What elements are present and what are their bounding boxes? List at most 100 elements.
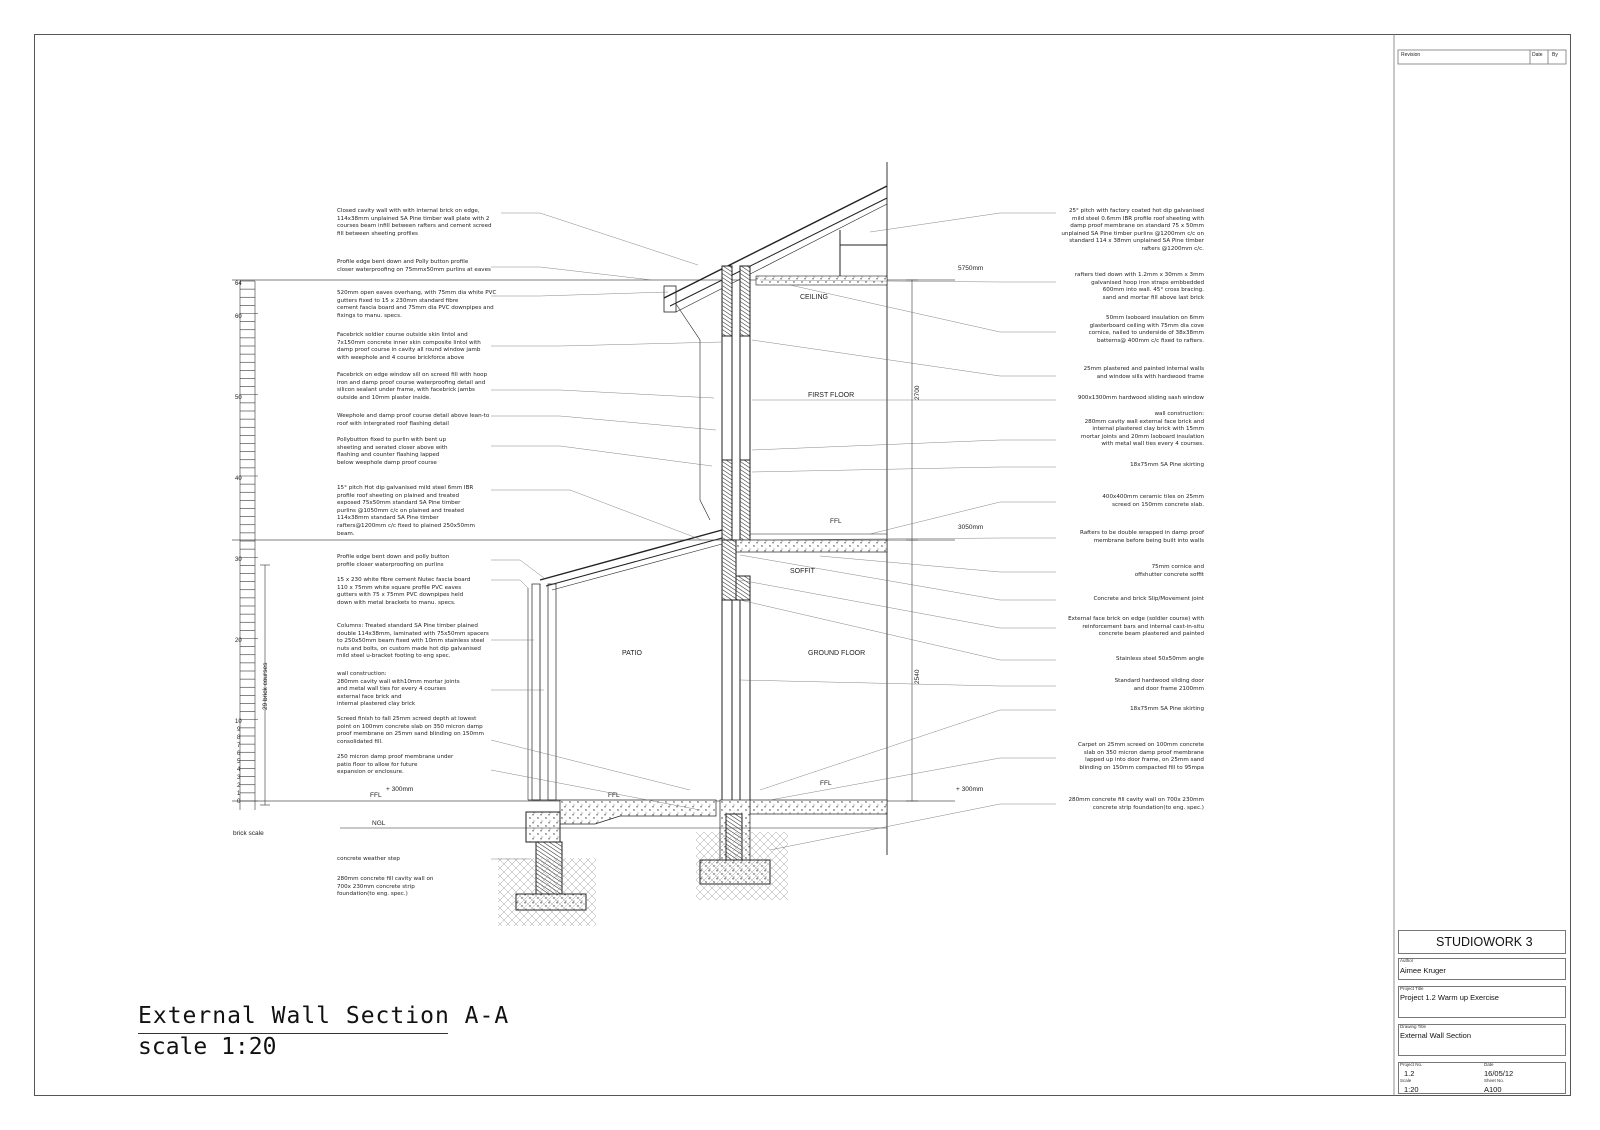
brick-scale-number: 50 [235,395,242,401]
brick-scale-number: 3 [237,775,241,781]
brick-scale-number: 0 [237,799,241,805]
date-caption: Date [1484,1062,1494,1067]
ground-floor-label: GROUND FLOOR [808,650,866,657]
note-right-14: Standard hardwood sliding door and door … [1114,678,1204,692]
studio-box [1398,930,1566,954]
note-right-12: External face brick on edge (soldier cou… [1068,616,1204,638]
project-title-value: Project 1.2 Warm up Exercise [1400,993,1499,1002]
date-value: 16/05/12 [1484,1069,1514,1078]
drawing-scale: scale 1:20 [138,1034,277,1060]
brick-scale-number: 7 [237,743,241,749]
brick-scale-number: 10 [235,719,242,725]
sheet-no-value: A100 [1484,1085,1502,1094]
note-right-9: Rafters to be double wrapped in damp pro… [1079,530,1204,544]
brick-scale-number: 60 [235,314,242,320]
note-left-7: Pollybutton fixed to purlin with bent up… [337,437,448,466]
brick-scale-number: 9 [237,727,241,733]
note-left-15: concrete weather step [337,856,400,862]
level-roof: 5750mm [958,265,984,272]
brick-scale-number: 64 [235,281,242,287]
project-title-caption: Project Title [1400,986,1424,991]
note-left-12: wall construction: 280mm cavity wall wit… [337,671,460,708]
brick-scale-label: brick scale [233,830,264,837]
note-right-17: 280mm concrete fill cavity wall on 700x … [1068,797,1204,811]
first-floor-label: FIRST FLOOR [808,392,855,399]
brick-scale-number: 2 [237,783,241,789]
revision-header: Revision [1401,52,1421,58]
brick-scale-number: 40 [235,476,242,482]
note-right-10: 75mm cornice and offshutter concrete sof… [1134,564,1204,578]
drawing-title: External Wall Section A-A [138,1003,510,1029]
note-right-2: rafters tied down with 1.2mm x 30mm x 3m… [1074,272,1204,301]
author-box [1398,958,1566,980]
note-left-5: Facebrick on edge window sill on screed … [337,372,488,401]
dimension-upper: 2700 [914,385,921,400]
soffit-label: SOFFIT [790,568,815,575]
ffl-left-label: FFL [370,792,382,799]
note-right-16: Carpet on 25mm screed on 100mm concrete … [1078,742,1204,771]
note-left-13: Screed finish to fall 25mm screed depth … [337,716,484,745]
ngl-label: NGL [372,820,386,827]
scale-value: 1:20 [1404,1085,1419,1094]
ceiling-label: CEILING [800,294,829,301]
project-title-box [1398,986,1566,1018]
dimension-lower: 2540 [914,669,921,684]
note-right-11: Concrete and brick Slip/Movement joint [1093,596,1204,602]
drawing-title-box [1398,1024,1566,1056]
note-right-1: 25° pitch with factory coated hot dip ga… [1061,208,1204,252]
note-right-4: 25mm plastered and painted internal wall… [1083,366,1204,380]
building-section [340,162,888,926]
note-right-15: 18x75mm SA Pine skirting [1130,706,1204,712]
note-right-8: 400x400mm ceramic tiles on 25mm screed o… [1102,494,1204,508]
brick-scale [239,280,270,810]
drawing-title-value: External Wall Section [1400,1031,1472,1040]
project-no-value: 1.2 [1404,1069,1415,1078]
note-left-3: 520mm open eaves overhang, with 75mm dia… [337,290,497,319]
title-underline [138,1033,448,1034]
note-left-11: Columns: Treated standard SA Pine timber… [337,623,489,660]
brick-scale-number: 30 [235,557,242,563]
note-left-16: 280mm concrete fill cavity wall on 700x … [337,876,434,898]
note-left-6: Weephole and damp proof course detail ab… [337,413,490,427]
note-left-14: 250 micron damp proof membrane under pat… [337,754,454,776]
dimension-brick-courses: 29 brick courses [262,662,269,710]
author-caption: Author [1400,958,1414,963]
brick-scale-number: 1 [237,791,241,797]
project-no-caption: Project No. [1400,1062,1423,1067]
sheet-no-caption: Sheet No. [1484,1078,1505,1083]
note-right-7: 18x75mm SA Pine skirting [1130,462,1204,468]
level-first: 3050mm [958,524,984,531]
dimension-lines [906,279,918,802]
ffl-upper-label: FFL [830,518,842,525]
note-left-2: Profile edge bent down and Polly button … [337,259,491,273]
ffl-ground-label: FFL [820,780,832,787]
level-ground-left: + 300mm [386,786,414,793]
note-left-10: 15 x 230 white fibre cement Nutec fascia… [337,577,471,606]
brick-scale-number: 8 [237,735,241,741]
note-right-5: 900x1300mm hardwood sliding sash window [1077,395,1204,401]
leader-lines [490,212,1056,860]
note-right-13: Stainless steel 50x50mm angle [1116,656,1204,662]
brick-scale-number: 5 [237,759,241,765]
project-info-box [1398,1062,1566,1094]
date-header: Date [1532,52,1543,58]
brick-scale-number: 20 [235,638,242,644]
note-left-8: 15° pitch Hot dip galvanised mild steel … [337,485,475,537]
level-ground-right: + 300mm [956,786,984,793]
note-left-4: Facebrick soldier course outside skin li… [337,332,481,361]
brick-scale-number: 6 [237,751,241,757]
brick-scale-number: 4 [237,767,241,773]
drawing-title-caption: Drawing Title [1400,1024,1427,1029]
drawing-sheet-border [34,34,1571,1096]
studio-name: STUDIOWORK 3 [1436,935,1533,949]
ffl-patio-label: FFL [608,792,620,799]
author-value: Aimee Kruger [1400,966,1446,975]
by-header: By [1552,52,1558,58]
patio-label: PATIO [622,650,642,657]
title-block-frame [1393,34,1567,1096]
note-right-3: 50mm Isoboard insulation on 6mm glasterb… [1088,315,1204,344]
note-right-6: wall construction: 280mm cavity wall ext… [1080,411,1204,448]
note-left-1: Closed cavity wall with with internal br… [337,208,492,237]
note-left-9: Profile edge bent down and polly button … [337,554,450,568]
